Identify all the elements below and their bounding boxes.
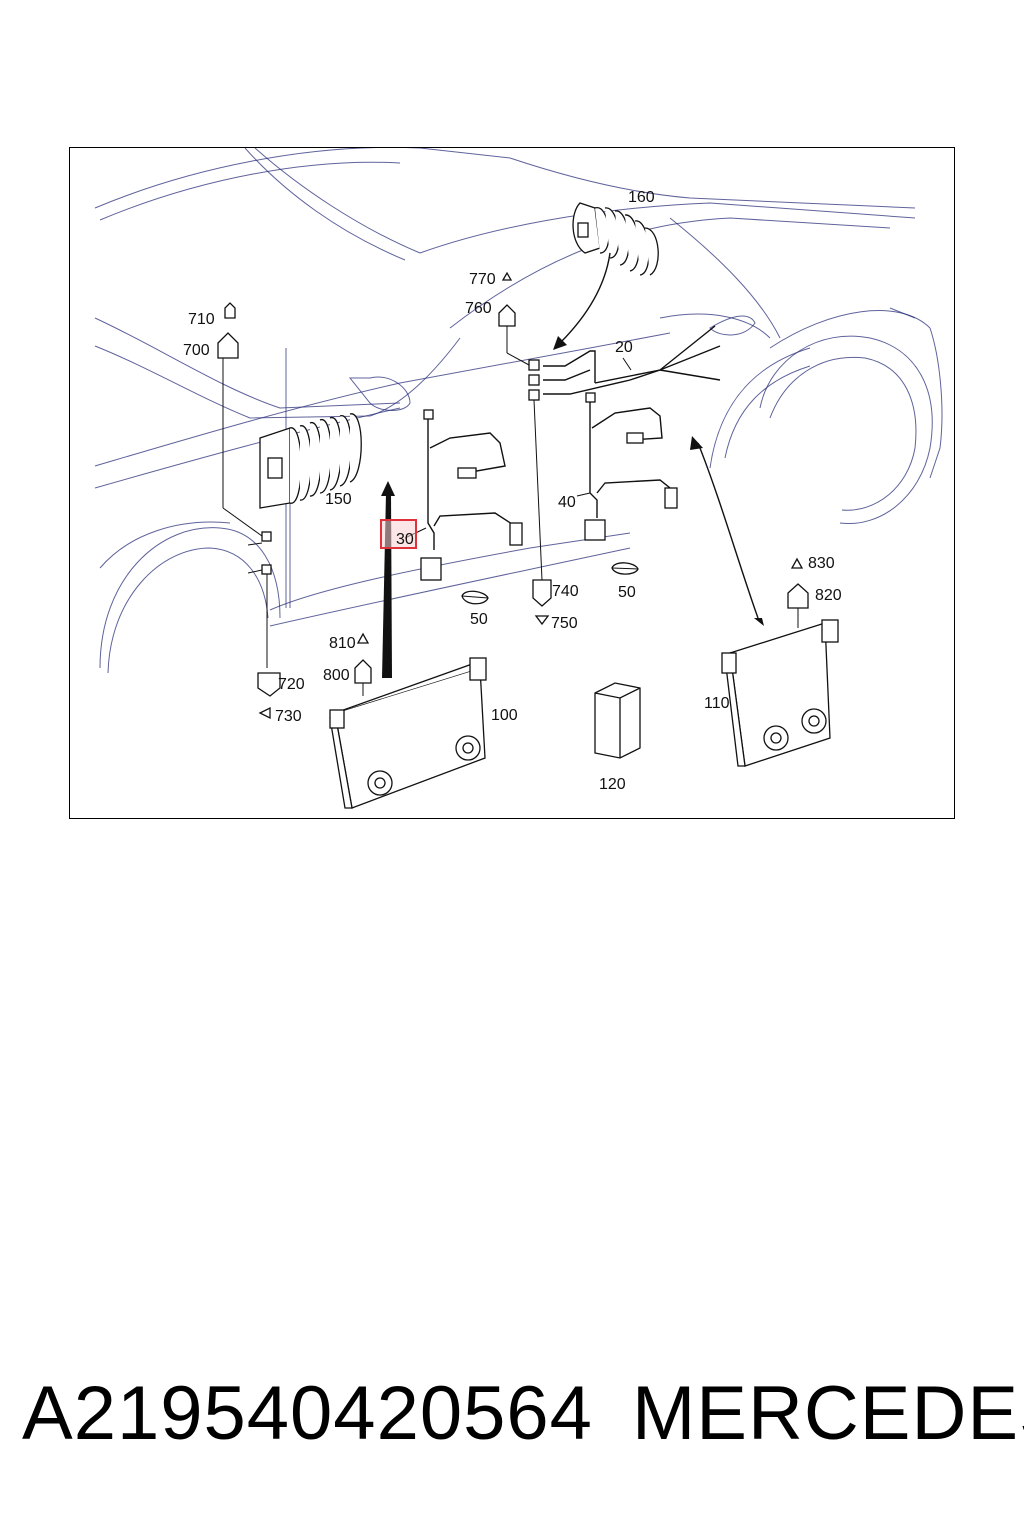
label-100: 100: [491, 707, 518, 724]
cable-40: [584, 392, 678, 541]
label-50-left: 50: [470, 611, 488, 628]
control-unit-100: [329, 657, 487, 809]
label-50-right: 50: [618, 584, 636, 601]
label-740: 740: [552, 583, 579, 600]
brand-name: MERCEDES: [632, 1371, 1024, 1456]
control-unit-110: [721, 619, 839, 767]
label-700: 700: [183, 342, 210, 359]
bulb-50-left: [461, 590, 489, 605]
connector-770-760: [498, 271, 530, 366]
label-820: 820: [815, 587, 842, 604]
label-160: 160: [628, 189, 655, 206]
connector-810-800: [354, 632, 372, 696]
connector-830-820: [787, 557, 809, 628]
connector-740-750: [532, 399, 552, 626]
label-150: 150: [325, 491, 352, 508]
label-730: 730: [275, 708, 302, 725]
bellows-150: [259, 413, 362, 509]
connector-710-700: [217, 302, 272, 575]
arrow-160: [553, 252, 611, 350]
parts-diagram: 160 770 760 20 710 700 150 30 40 50 50 7…: [69, 147, 955, 819]
label-30: 30: [396, 531, 414, 548]
label-110: 110: [704, 695, 730, 712]
label-20: 20: [615, 339, 633, 356]
cable-30: [420, 409, 523, 581]
label-40: 40: [558, 494, 576, 511]
arrow-110: [690, 436, 764, 626]
label-830: 830: [808, 555, 835, 572]
arrow-100: [381, 481, 395, 678]
label-750: 750: [551, 615, 578, 632]
harness-20: [528, 325, 721, 401]
part-number: A219540420564: [22, 1371, 593, 1456]
label-800: 800: [323, 667, 350, 684]
car-outline: [94, 148, 943, 674]
bellows-160: [572, 202, 659, 276]
label-810: 810: [329, 635, 356, 652]
label-710: 710: [188, 311, 215, 328]
connector-720-730: [257, 574, 281, 720]
label-120: 120: [599, 776, 626, 793]
highlight-box-30: [380, 519, 417, 549]
box-120: [594, 682, 641, 759]
label-770: 770: [469, 271, 496, 288]
bulb-50-right: [611, 562, 639, 575]
label-760: 760: [465, 300, 492, 317]
diagram-canvas: 160 770 760 20 710 700 150 30 40 50 50 7…: [94, 148, 943, 809]
label-720: 720: [278, 676, 305, 693]
